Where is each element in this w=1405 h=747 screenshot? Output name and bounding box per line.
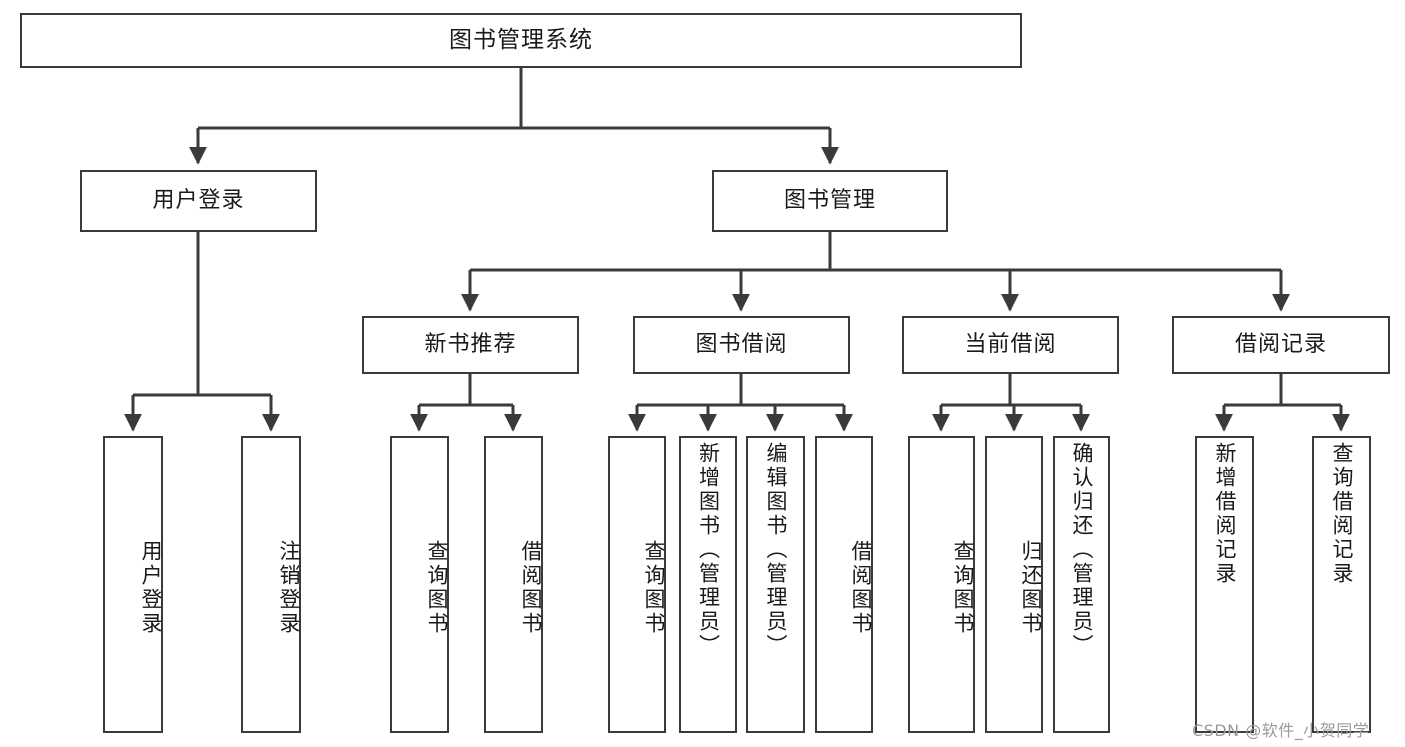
node-root[interactable]: 图书管理系统 xyxy=(20,13,1022,68)
leaf-user-login[interactable]: 用户登录 xyxy=(103,436,163,733)
leaf-borrow-book-1[interactable]: 借阅图书 xyxy=(484,436,543,733)
leaf-query-record[interactable]: 查询借阅记录 xyxy=(1312,436,1371,733)
leaf-borrow-book-2[interactable]: 借阅图书 xyxy=(815,436,873,733)
leaf-add-record[interactable]: 新增借阅记录 xyxy=(1195,436,1254,733)
csdn-watermark: CSDN @软件_小贺同学 xyxy=(1192,721,1370,740)
leaf-confirm-return[interactable]: 确认归还（管理员） xyxy=(1053,436,1110,733)
leaf-edit-book[interactable]: 编辑图书（管理员） xyxy=(746,436,805,733)
leaf-query-book-1[interactable]: 查询图书 xyxy=(390,436,449,733)
leaf-query-book-3[interactable]: 查询图书 xyxy=(908,436,975,733)
leaf-return-book[interactable]: 归还图书 xyxy=(985,436,1043,733)
node-current-borrow[interactable]: 当前借阅 xyxy=(902,316,1119,374)
leaf-add-book[interactable]: 新增图书（管理员） xyxy=(679,436,737,733)
node-user-login[interactable]: 用户登录 xyxy=(80,170,317,232)
node-book-management[interactable]: 图书管理 xyxy=(712,170,948,232)
leaf-query-book-2[interactable]: 查询图书 xyxy=(608,436,666,733)
node-book-borrow[interactable]: 图书借阅 xyxy=(633,316,850,374)
node-new-book-recommend[interactable]: 新书推荐 xyxy=(362,316,579,374)
leaf-user-logout[interactable]: 注销登录 xyxy=(241,436,301,733)
node-borrow-record[interactable]: 借阅记录 xyxy=(1172,316,1390,374)
